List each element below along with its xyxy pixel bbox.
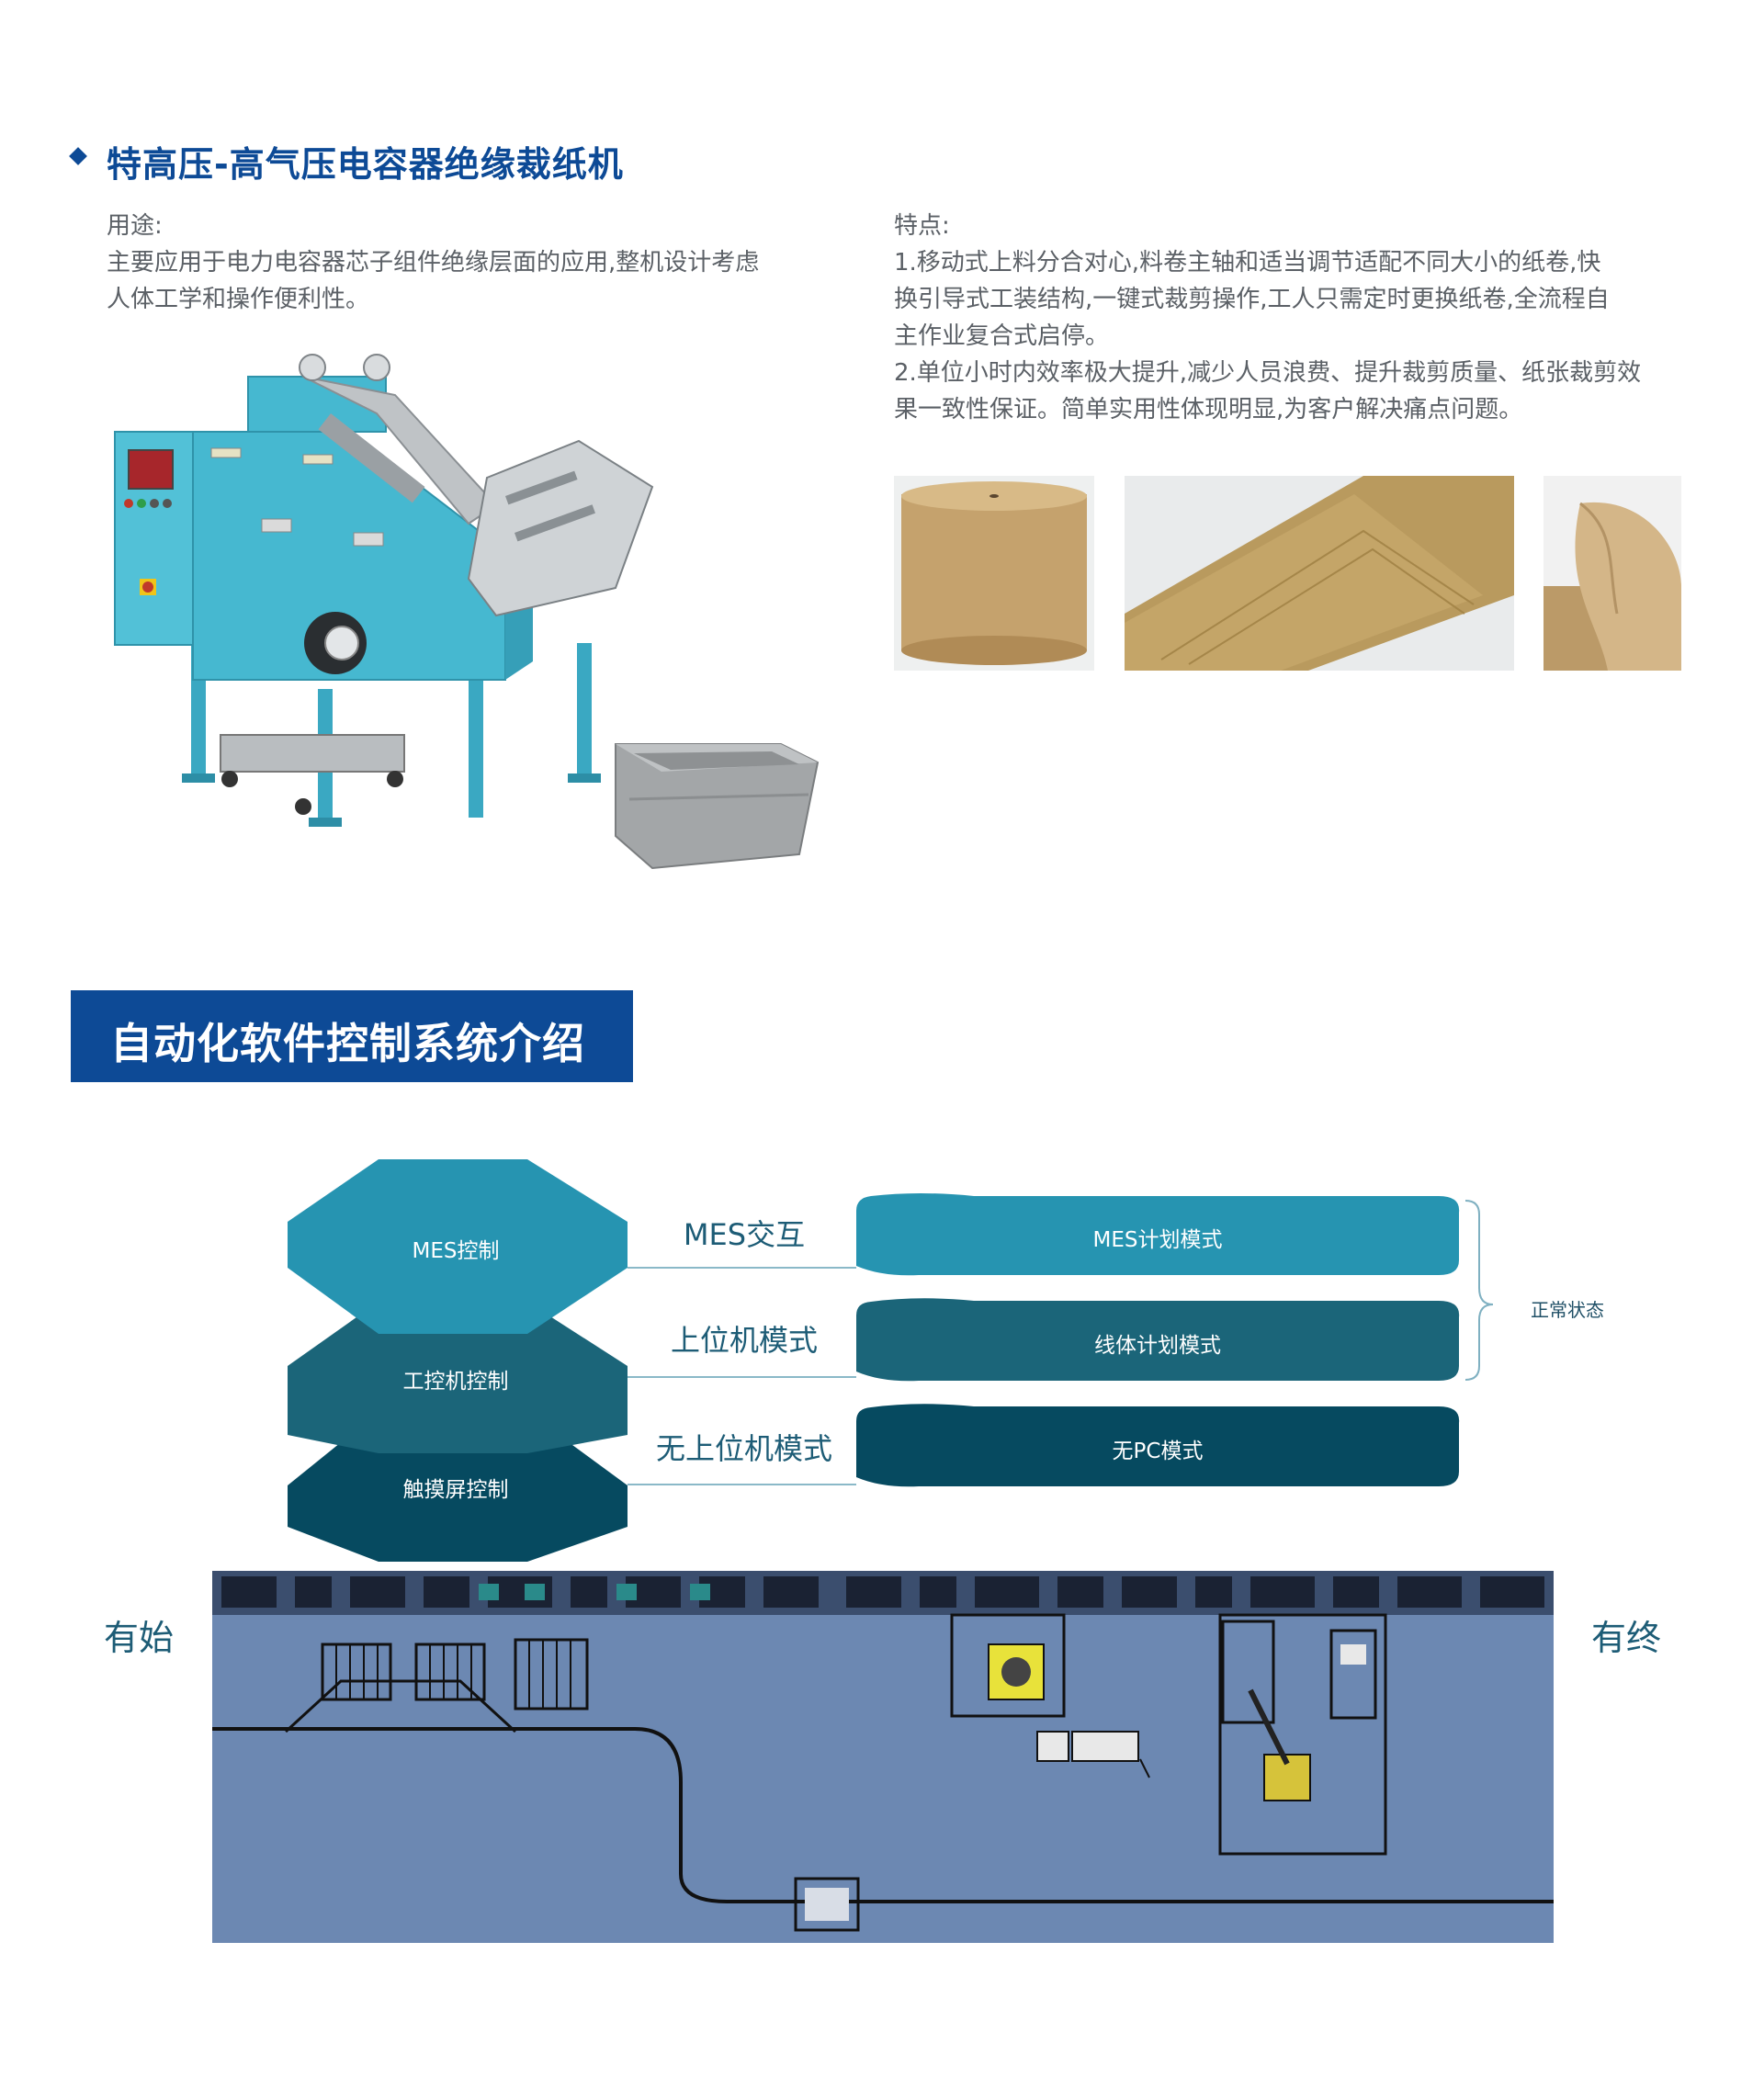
section-banner <box>71 990 633 1082</box>
mode-label-host: 上位机模式 <box>670 1323 818 1358</box>
mode-label-mes: MES交互 <box>683 1217 806 1252</box>
product-title: 特高压-高气压电容器绝缘裁纸机 <box>107 144 624 185</box>
bar-no-pc <box>856 1404 1460 1487</box>
usage-line: 人体工学和操作便利性。 <box>107 286 370 313</box>
plan-label-mes: MES计划模式 <box>1092 1228 1223 1252</box>
paper-roll-photo <box>894 476 1094 671</box>
bar-line-plan <box>856 1298 1460 1382</box>
features-line: 主作业复合式启停。 <box>894 322 1110 350</box>
production-line-layout <box>212 1571 1554 1943</box>
features-heading: 特点: <box>894 212 950 240</box>
status-bracket <box>1464 1200 1494 1381</box>
control-label-touchscreen: 触摸屏控制 <box>402 1478 509 1502</box>
paper-cutting-machine-image <box>114 354 820 870</box>
line-start-label: 有始 <box>104 1618 175 1658</box>
normal-status-label: 正常状态 <box>1531 1299 1604 1321</box>
octagon-mes <box>288 1159 628 1334</box>
features-line: 果一致性保证。简单实用性体现明显,为客户解决痛点问题。 <box>894 396 1523 423</box>
features-block: 特点: 1.移动式上料分合对心,料卷主轴和适当调节适配不同大小的纸卷,快 换引导… <box>894 208 1693 428</box>
plan-label-line: 线体计划模式 <box>1094 1334 1221 1358</box>
octagon-ipc <box>288 1302 628 1453</box>
usage-block: 用途: 主要应用于电力电容器芯子组件绝缘层面的应用,整机设计考虑 人体工学和操作… <box>107 208 842 318</box>
features-line: 2.单位小时内效率极大提升,减少人员浪费、提升裁剪质量、纸张裁剪效 <box>894 359 1642 387</box>
control-label-mes: MES控制 <box>412 1239 500 1263</box>
bar-mes-plan <box>856 1193 1460 1276</box>
plan-label-no-pc: 无PC模式 <box>1112 1440 1204 1463</box>
control-label-ipc: 工控机控制 <box>402 1370 509 1394</box>
usage-heading: 用途: <box>107 212 163 240</box>
insulation-paper-sheet-photo <box>1125 476 1514 671</box>
mode-label-no-host: 无上位机模式 <box>655 1431 832 1466</box>
line-end-label: 有终 <box>1591 1618 1662 1658</box>
control-mode-diagram: MES控制 工控机控制 触摸屏控制 MES交互 上位机模式 无上位机模式 MES… <box>276 1159 1635 1564</box>
usage-line: 主要应用于电力电容器芯子组件绝缘层面的应用,整机设计考虑 <box>107 249 760 277</box>
section-title: 自动化软件控制系统介绍 <box>110 1019 585 1068</box>
features-line: 换引导式工装结构,一键式裁剪操作,工人只需定时更换纸卷,全流程自 <box>894 286 1610 313</box>
features-line: 1.移动式上料分合对心,料卷主轴和适当调节适配不同大小的纸卷,快 <box>894 249 1601 277</box>
kraft-paper-curl-photo <box>1544 476 1681 671</box>
bullet-diamond-icon <box>69 147 87 165</box>
